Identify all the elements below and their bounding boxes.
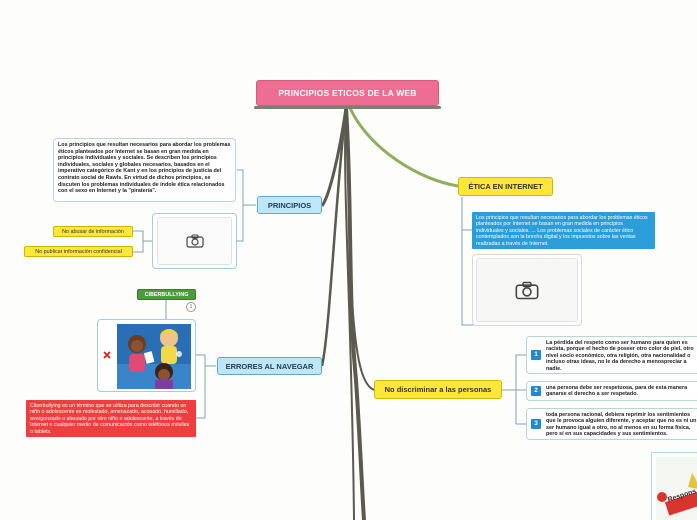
discriminar-item-2[interactable]: 2 una persona debe ser respetuosa, para … [526, 381, 697, 401]
principios-item-2[interactable]: No publicar información confidencial [24, 246, 133, 257]
ciberbullying-illustration [117, 324, 191, 389]
topic-errores-al-navegar[interactable]: ERRORES AL NAVEGAR [217, 357, 322, 375]
camera-icon [515, 281, 539, 299]
partial-image-box[interactable]: Respons [651, 452, 697, 520]
discriminar-item-3[interactable]: 3 toda persona racional, debiera reprimi… [526, 408, 697, 440]
ciberbullying-note[interactable]: Ciberbullying es un término que se utili… [26, 400, 196, 437]
branch-discriminar [351, 299, 375, 391]
etica-image-box[interactable] [472, 254, 582, 326]
principios-image-placeholder [157, 217, 232, 265]
branch-principios [320, 107, 348, 207]
attachment-count-badge[interactable]: 1 [186, 302, 196, 312]
camera-icon [185, 234, 204, 248]
discriminar-item-1[interactable]: 1 La pérdida del respeto como ser humano… [526, 336, 697, 374]
discriminar-item-3-text: toda persona racional, debiera reprimir … [546, 412, 697, 438]
topic-principios[interactable]: PRINCIPIOS [257, 196, 322, 214]
etica-image-placeholder [476, 258, 578, 322]
number-badge-3: 3 [531, 419, 541, 429]
branch-errores [320, 107, 348, 367]
close-icon[interactable] [102, 350, 112, 360]
principios-item-1[interactable]: No abusar de información [53, 226, 133, 237]
trunk-branch-2 [344, 107, 355, 520]
principios-image-box[interactable] [152, 213, 237, 269]
number-badge-1: 1 [531, 350, 541, 360]
principios-note[interactable]: Los principios que resultan necesarios p… [53, 138, 236, 202]
etica-note[interactable]: Los principios que resultan necesarios p… [472, 212, 655, 249]
topic-no-discriminar[interactable]: No discriminar a las personas [374, 380, 502, 399]
discriminar-item-1-text: La pérdida del respeto como ser humano p… [546, 340, 694, 372]
discriminar-item-2-text: una persona debe ser respetuosa, para de… [546, 385, 688, 398]
topic-etica-en-internet[interactable]: ÉTICA EN INTERNET [458, 177, 553, 196]
number-badge-2: 2 [531, 386, 541, 396]
responsibility-illustration [656, 457, 697, 520]
branch-etica [348, 107, 459, 188]
trunk-branch [344, 106, 366, 520]
root-topic[interactable]: PRINCIPIOS ETICOS DE LA WEB [256, 80, 439, 106]
ciberbullying-tag[interactable]: CIBERBULLYING [137, 289, 196, 300]
root-underline [254, 106, 441, 109]
ciberbullying-image-box[interactable] [97, 319, 196, 392]
